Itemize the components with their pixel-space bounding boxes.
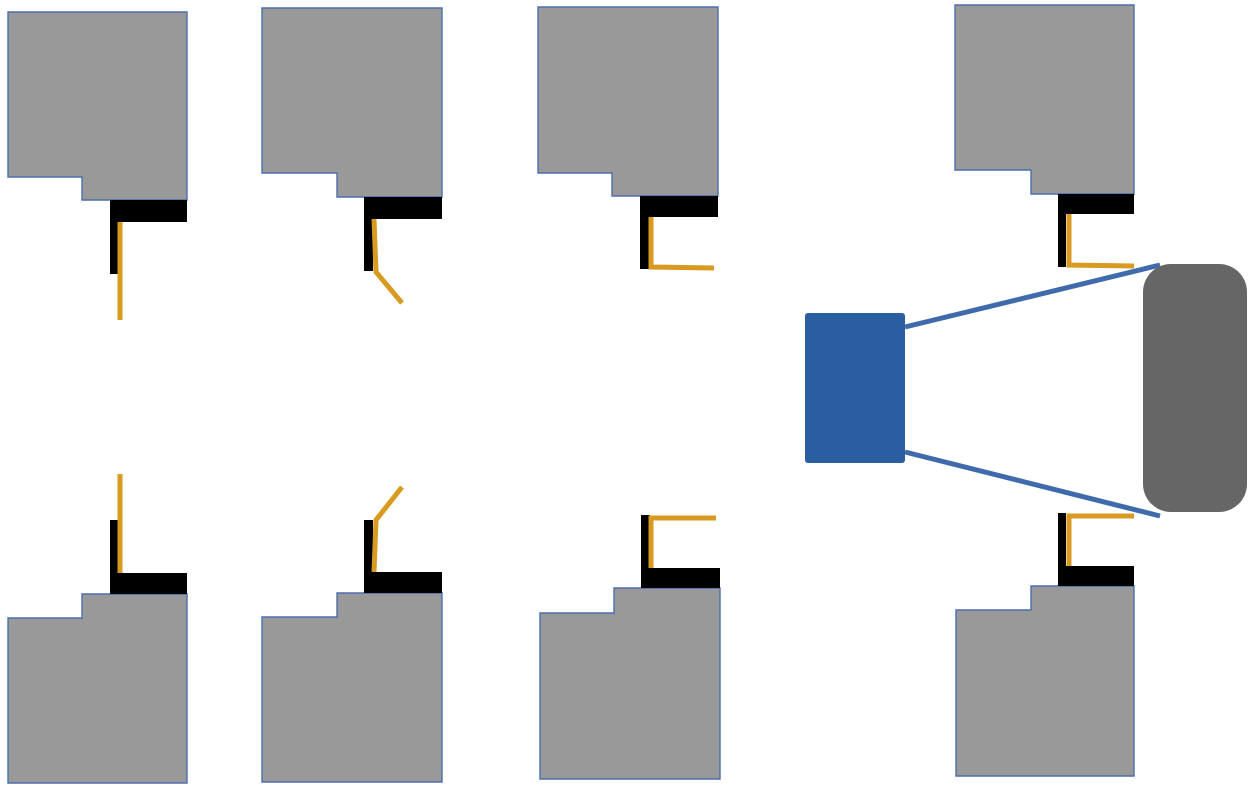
clamp-horizontal <box>110 573 187 594</box>
bottom-block <box>955 585 1135 777</box>
wire <box>1066 214 1135 269</box>
wire <box>648 515 716 568</box>
clamp-horizontal <box>1058 194 1134 214</box>
clamp-vertical <box>640 196 649 269</box>
source-rectangle <box>805 313 905 463</box>
beam-lower-edge <box>904 449 1161 519</box>
bottom-block <box>539 587 721 780</box>
top-block <box>261 7 443 198</box>
top-assembly-straight <box>7 11 188 320</box>
clamp-horizontal <box>364 572 442 593</box>
top-assembly-hook-beam <box>954 4 1135 269</box>
clamp-vertical <box>1058 194 1066 267</box>
clamp-vertical <box>1058 513 1066 586</box>
clamp-horizontal <box>641 568 720 588</box>
wire <box>1066 513 1134 566</box>
wire <box>371 218 404 305</box>
clamp-vertical <box>364 520 373 593</box>
bottom-block <box>7 593 188 784</box>
wire <box>371 485 404 573</box>
top-assembly-hook <box>537 6 719 271</box>
clamp-horizontal <box>640 196 718 217</box>
clamp-vertical <box>110 200 119 274</box>
target-rounded-rectangle <box>1143 264 1247 512</box>
beam-upper-edge <box>904 262 1161 330</box>
bottom-assembly-angled <box>261 485 443 783</box>
light-beam-assembly <box>805 262 1247 519</box>
clamp-horizontal <box>1058 566 1134 586</box>
top-assembly-angled <box>261 7 443 305</box>
top-block <box>954 4 1135 195</box>
clamp-vertical <box>641 515 650 588</box>
wire <box>648 217 715 271</box>
bottom-assembly-hook-beam <box>955 513 1135 777</box>
bottom-assembly-hook <box>539 515 721 780</box>
clamp-vertical <box>110 520 119 594</box>
bottom-block <box>261 592 443 783</box>
clamp-horizontal <box>364 197 442 219</box>
top-block <box>7 11 188 201</box>
bottom-assembly-straight <box>7 474 188 784</box>
top-block <box>537 6 719 197</box>
clamp-horizontal <box>110 200 187 222</box>
clamp-vertical <box>364 197 373 271</box>
